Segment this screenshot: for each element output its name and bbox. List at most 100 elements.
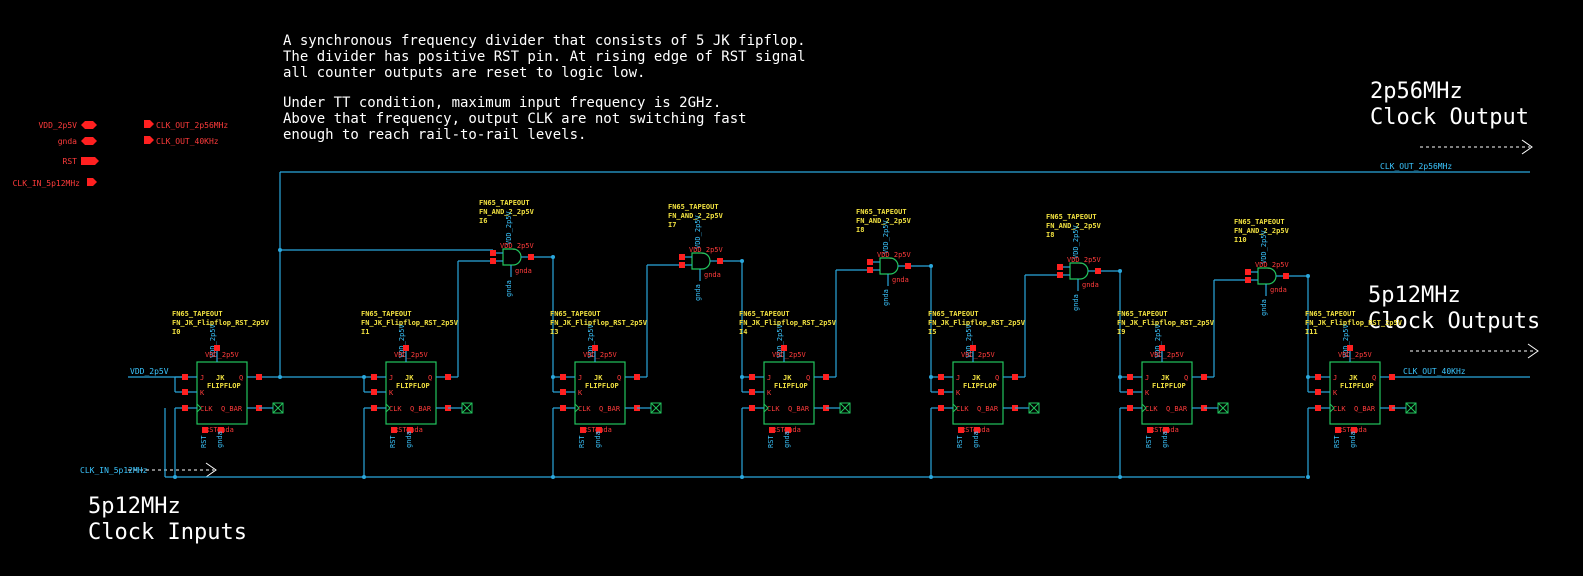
and-input-terminal [490, 250, 496, 256]
flipflop-lib-label: FN65_TAPEOUT [928, 310, 979, 318]
flipflop-cell-label: FN_JK_Flipflop_RST_2p5V [361, 319, 459, 327]
flipflop-title-1: JK [216, 374, 225, 382]
flipflop-j-pin: J [389, 374, 393, 382]
and-input-terminal [679, 254, 685, 260]
flipflop-gnd-net-label: gnda [972, 431, 980, 448]
clk-triangle-icon [1141, 403, 1147, 413]
pin-out-1[interactable]: CLK_OUT_2p56MHz [144, 120, 228, 130]
flipflop-qbar-pin: Q_BAR [410, 405, 432, 413]
and-vdd-label: VDD_2p5V [1255, 261, 1290, 269]
flipflop-rst-label: RST [961, 426, 974, 434]
pin-gnd[interactable]: gnda [58, 137, 97, 146]
flipflop-input-terminal [749, 374, 755, 380]
flipflop-q-terminal [445, 374, 451, 380]
mid-right-arrow [1410, 343, 1539, 359]
flipflop-input-terminal [371, 389, 377, 395]
flipflop-k-pin: K [200, 389, 205, 397]
and-input-terminal [1057, 264, 1063, 270]
flipflop-title-1: JK [405, 374, 414, 382]
flipflop-input-terminal [182, 374, 188, 380]
junction-dot [362, 475, 366, 479]
flipflop-instance-label: I11 [1305, 328, 1318, 336]
junction-dot [551, 475, 555, 479]
no-connect-icon [650, 402, 662, 414]
and-instance-label: I6 [479, 217, 487, 225]
description-line-4: Under TT condition, maximum input freque… [283, 95, 721, 111]
clk-triangle-icon [196, 403, 202, 413]
flipflop-lib-label: FN65_TAPEOUT [172, 310, 223, 318]
flipflop-vdd-pin-label: VDD_2p5V [209, 323, 217, 358]
flipflop-k-pin: K [1333, 389, 1338, 397]
flipflop-gnd-label: gnda [406, 426, 423, 434]
flipflop-gnd-label: gnda [973, 426, 990, 434]
pin-clk-in-icon [87, 178, 97, 186]
and-output-terminal [1095, 268, 1101, 274]
and-gnd-label: gnda [1082, 281, 1099, 289]
junction-dot [929, 475, 933, 479]
flipflop-j-pin: J [578, 374, 582, 382]
flipflop-q-terminal [1201, 374, 1207, 380]
bottom-left-annotation-line-1: 5p12MHz [88, 494, 181, 519]
flipflop-cell-label: FN_JK_Flipflop_RST_2p5V [928, 319, 1026, 327]
no-connect-icon [1217, 402, 1229, 414]
flipflop-qbar-pin: Q_BAR [599, 405, 621, 413]
flipflop-rst-label: RST [394, 426, 407, 434]
flipflop-q-terminal [256, 374, 262, 380]
flipflop-input-terminal [182, 389, 188, 395]
and-gnd-net-label: gnda [694, 284, 702, 301]
pin-rst-label: RST [63, 157, 78, 166]
flipflop-rst-label: RST [772, 426, 785, 434]
flipflop-vdd-label: VDD_2p5V [961, 351, 996, 359]
no-connect-cross [839, 402, 851, 414]
flipflop-cell-label: FN_JK_Flipflop_RST_2p5V [1117, 319, 1215, 327]
flipflop-cell-label: FN_JK_Flipflop_RST_2p5V [1305, 319, 1403, 327]
flipflop-rst-label: RST [1150, 426, 1163, 434]
flipflop-rst-terminal [391, 427, 397, 433]
and-vdd-net-label: VDD_2p5V [1072, 224, 1080, 259]
pin-rst[interactable]: RST [63, 157, 99, 166]
flipflop-input-terminal [749, 389, 755, 395]
flipflop-clk-pin: CLK [389, 405, 402, 413]
flipflop-gnd-terminal [218, 427, 224, 433]
flipflop-title-2: FLIPFLOP [963, 382, 997, 390]
clk-triangle-icon [952, 403, 958, 413]
flipflop-j-pin: J [767, 374, 771, 382]
no-connect-cross [272, 402, 284, 414]
clk-in-arrow [128, 462, 217, 478]
description-line-5: Above that frequency, output CLK are not… [283, 111, 747, 127]
flipflop-gnd-net-label: gnda [1349, 431, 1357, 448]
pin-clk-in[interactable]: CLK_IN_5p12MHz [13, 178, 97, 188]
flipflop-q-terminal [634, 374, 640, 380]
and-lib-label: FN65_TAPEOUT [668, 203, 719, 211]
junction-dot [173, 475, 177, 479]
net-labels: VDD_2p5V CLK_IN_5p12MHz CLK_OUT_2p56MHz … [80, 162, 1466, 475]
and-gnd-label: gnda [704, 271, 721, 279]
flipflop-rst-terminal [1335, 427, 1341, 433]
flipflop-clk-pin: CLK [578, 405, 591, 413]
flipflop-gnd-net-label: gnda [216, 431, 224, 448]
flipflop-q-pin: Q [617, 374, 621, 382]
pin-out-2[interactable]: CLK_OUT_40KHz [144, 136, 219, 146]
flipflop-input-terminal [371, 405, 377, 411]
junction-dot [740, 475, 744, 479]
no-connect-icon [1405, 402, 1417, 414]
flipflop-vdd-pin-label: VDD_2p5V [587, 323, 595, 358]
pin-vdd[interactable]: VDD_2p5V [38, 121, 97, 130]
flipflop-gnd-terminal [1351, 427, 1357, 433]
description-text: A synchronous frequency divider that con… [283, 33, 806, 143]
flipflop-vdd-label: VDD_2p5V [1338, 351, 1373, 359]
and-gnd-net-label: gnda [1260, 299, 1268, 316]
flipflop-k-pin: K [767, 389, 772, 397]
flipflop-title-2: FLIPFLOP [1152, 382, 1186, 390]
flipflop-qbar-pin: Q_BAR [788, 405, 810, 413]
and-gate-body [879, 257, 899, 275]
flipflop-j-pin: J [1145, 374, 1149, 382]
flipflop-qbar-pin: Q_BAR [977, 405, 999, 413]
flipflop-body [952, 361, 1004, 425]
flipflop-gnd-label: gnda [784, 426, 801, 434]
